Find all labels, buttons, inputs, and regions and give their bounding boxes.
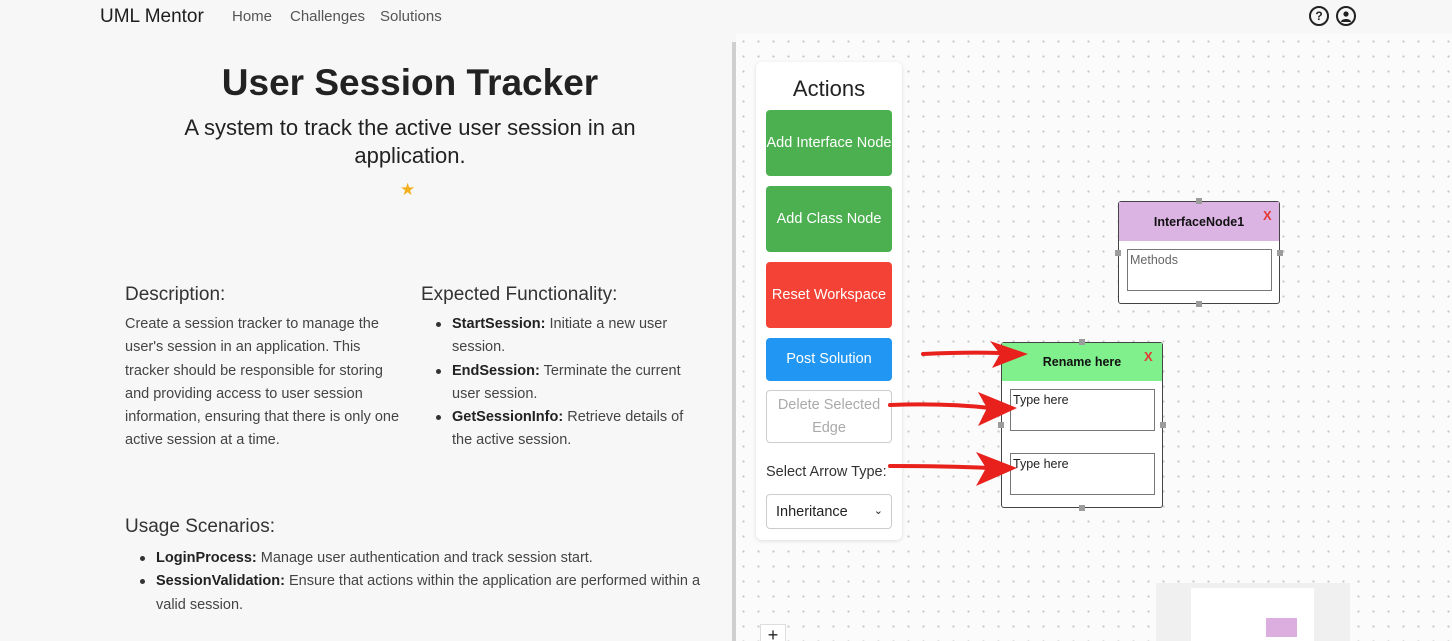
- star-icon: ★: [400, 180, 416, 199]
- interface-node-header[interactable]: InterfaceNode1: [1119, 202, 1279, 241]
- connection-handle[interactable]: [1277, 250, 1283, 256]
- list-item: EndSession: Terminate the current user s…: [436, 360, 702, 407]
- zoom-in-button[interactable]: +: [760, 624, 786, 641]
- reset-workspace-button[interactable]: Reset Workspace: [766, 262, 892, 328]
- list-item-text: Terminate the current user session.: [452, 362, 681, 402]
- description-heading: Description:: [125, 284, 226, 305]
- connection-handle[interactable]: [998, 422, 1004, 428]
- nav-solutions-link[interactable]: Solutions: [380, 8, 442, 25]
- connection-handle[interactable]: [1196, 198, 1202, 204]
- connection-handle[interactable]: [1196, 301, 1202, 307]
- arrow-type-value: Inheritance: [776, 503, 848, 520]
- connection-handle[interactable]: [1160, 422, 1166, 428]
- list-item: SessionValidation: Ensure that actions w…: [140, 570, 701, 617]
- page-subtitle: A system to track the active user sessio…: [184, 115, 636, 168]
- top-navbar: UML Mentor Home Challenges Solutions ?: [0, 0, 1452, 34]
- nav-challenges-link[interactable]: Challenges: [290, 8, 366, 25]
- delete-selected-edge-button[interactable]: Delete Selected Edge: [766, 390, 892, 443]
- usage-heading: Usage Scenarios:: [125, 516, 275, 537]
- attributes-field[interactable]: Type here: [1010, 389, 1155, 431]
- connection-handle[interactable]: [1079, 339, 1085, 345]
- connection-handle[interactable]: [1079, 505, 1085, 511]
- list-item: GetSessionInfo: Retrieve details of the …: [436, 406, 702, 453]
- brand-logo[interactable]: UML Mentor: [100, 6, 204, 27]
- functionality-list: StartSession: Initiate a new user sessio…: [436, 313, 702, 453]
- interface-node-close-button[interactable]: X: [1263, 208, 1272, 223]
- connection-handle[interactable]: [1115, 250, 1121, 256]
- minimap-node: [1266, 618, 1297, 637]
- list-item: LoginProcess: Manage user authentication…: [140, 547, 701, 570]
- list-item-text: Initiate a new user session.: [452, 316, 668, 356]
- add-interface-node-button[interactable]: Add Interface Node: [766, 110, 892, 176]
- arrow-type-select[interactable]: Inheritance ⌄: [766, 494, 892, 529]
- interface-node[interactable]: InterfaceNode1 X Methods: [1118, 201, 1280, 304]
- class-node-close-button[interactable]: X: [1144, 349, 1153, 364]
- help-circle-icon[interactable]: ?: [1309, 6, 1329, 26]
- page-title: User Session Tracker: [221, 62, 599, 103]
- arrow-type-label: Select Arrow Type:: [766, 464, 887, 480]
- actions-panel: Actions Add Interface Node Add Class Nod…: [756, 62, 902, 540]
- methods-field[interactable]: Methods: [1127, 249, 1272, 291]
- panel-resize-divider[interactable]: [732, 42, 736, 641]
- actions-title: Actions: [792, 76, 866, 101]
- list-item-text: Retrieve details of the active session.: [452, 409, 684, 449]
- methods-field[interactable]: Type here: [1010, 453, 1155, 495]
- list-item-name: GetSessionInfo:: [452, 409, 564, 426]
- class-node-name[interactable]: Rename here: [1042, 355, 1122, 369]
- add-class-node-button[interactable]: Add Class Node: [766, 186, 892, 252]
- nav-home-link[interactable]: Home: [232, 8, 273, 25]
- usage-list: LoginProcess: Manage user authentication…: [140, 547, 701, 617]
- functionality-heading: Expected Functionality:: [421, 284, 618, 305]
- user-circle-icon[interactable]: [1336, 6, 1356, 26]
- class-node-header[interactable]: Rename here: [1002, 343, 1162, 381]
- interface-node-name[interactable]: InterfaceNode1: [1153, 214, 1245, 229]
- list-item-name: SessionValidation:: [156, 573, 285, 590]
- description-text: Create a session tracker to manage the u…: [125, 316, 400, 449]
- list-item-text: Ensure that actions within the applicati…: [156, 573, 701, 613]
- list-item-text: Manage user authentication and track ses…: [260, 550, 593, 566]
- post-solution-button[interactable]: Post Solution: [766, 338, 892, 381]
- list-item-name: StartSession:: [452, 316, 546, 332]
- list-item: StartSession: Initiate a new user sessio…: [436, 313, 702, 360]
- class-node[interactable]: Rename here X Type here Type here: [1001, 342, 1163, 508]
- chevron-down-icon: ⌄: [873, 505, 883, 517]
- list-item-name: EndSession:: [452, 362, 540, 379]
- list-item-name: LoginProcess:: [156, 550, 257, 566]
